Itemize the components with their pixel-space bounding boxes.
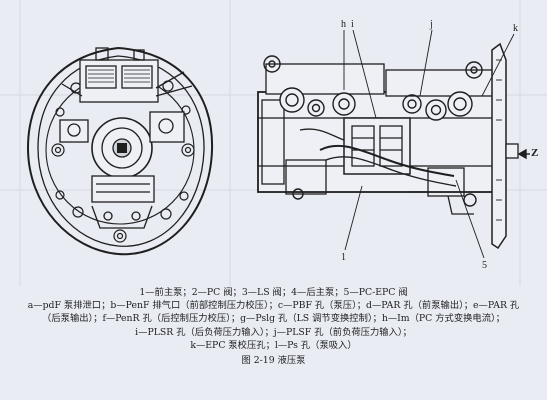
callout-5: 5 (482, 260, 487, 271)
figure-title: 图 2-19 液压泵 (241, 355, 306, 367)
side-ports (263, 55, 483, 207)
caption-line-2: a—pdF 泵排泄口；b—PenF 排气口（前部控制压力校压）；c—PBF 孔（… (27, 300, 520, 312)
caption-line-5: k—EPC 泵校压孔；l—Ps 孔（泵吸入） (190, 339, 357, 351)
leader-lines (343, 29, 515, 259)
callout-i: i (351, 19, 354, 30)
callout-1: 1 (341, 252, 346, 263)
caption-line-1: 1—前主泵；2—PC 阀；3—LS 阀；4—后主泵；5—PC-EPC 阀 (139, 287, 408, 298)
caption-line-3: （后泵输出）；f—PenR 孔（后控制压力校压）；g—Pslg 孔（LS 调节变… (42, 313, 505, 325)
callout-k: k (513, 23, 518, 34)
caption-line-4: i—PLSR 孔（后负荷压力输入）；j—PLSF 孔（前负荷压力输入）； (135, 326, 412, 338)
z-direction-arrow (517, 148, 530, 160)
callout-j: j (430, 19, 433, 30)
hydraulic-pump-drawing (0, 0, 547, 286)
callout-z: Z (531, 147, 539, 159)
pump-side-view (257, 42, 519, 250)
figure-caption: 1—前主泵；2—PC 阀；3—LS 阀；4—后主泵；5—PC-EPC 阀 a—p… (0, 286, 547, 367)
callout-h: h (341, 19, 346, 30)
pump-end-view (26, 46, 214, 256)
